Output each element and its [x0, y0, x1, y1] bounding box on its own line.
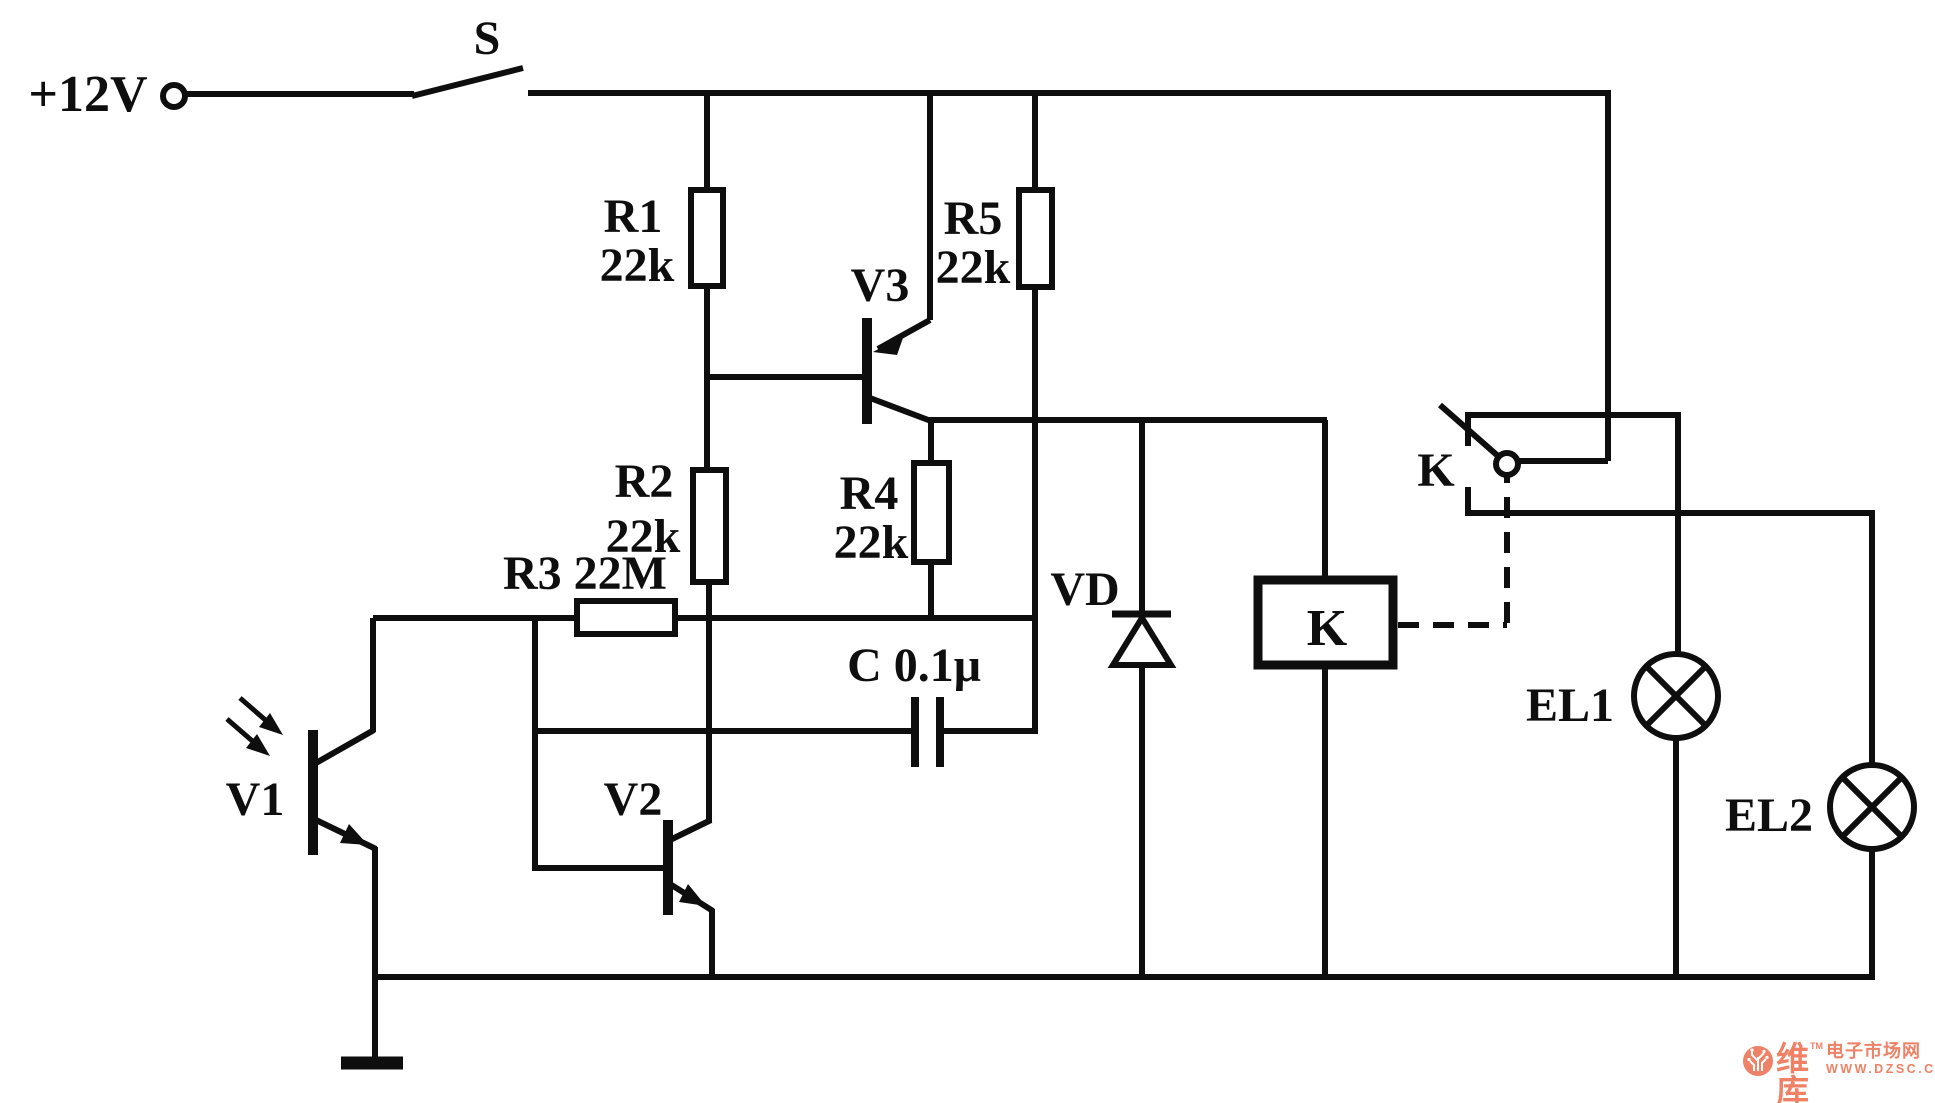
lamp-el2: EL2 [1725, 513, 1917, 980]
resistor-r4: R4 22k [834, 420, 952, 618]
el2-label: EL2 [1725, 789, 1813, 842]
emitter-arrow-icon [679, 884, 706, 906]
r5-value: 22k [936, 241, 1011, 294]
r4-value: 22k [834, 516, 909, 569]
resistor-r3: R3 22M [373, 547, 1038, 637]
resistor-body-icon [574, 598, 678, 637]
relay-coil-label: K [1307, 600, 1348, 657]
r3-label: R3 22M [503, 547, 667, 600]
watermark-url: WWW.DZSC.COM [1826, 1062, 1935, 1076]
lamp-el1: EL1 [1526, 415, 1721, 979]
watermark-logo-icon [1742, 1045, 1774, 1081]
lamp-cross-icon [1643, 663, 1709, 729]
switch-s: S [411, 12, 524, 99]
watermark-tm: TM [1810, 1041, 1823, 1051]
emitter-arrow-icon [873, 335, 904, 355]
ground-symbol [341, 977, 403, 1070]
vd-label: VD [1050, 563, 1119, 616]
resistor-body-icon [690, 467, 729, 585]
resistor-r1: R1 22k [600, 92, 726, 472]
resistor-r2: R2 22k [606, 455, 729, 823]
r2-name: R2 [615, 455, 674, 508]
v1-label: V1 [226, 773, 285, 826]
relay-contact-k: K [1417, 402, 1875, 516]
contact-pivot-icon [1493, 450, 1521, 478]
diode-vd: VD [1050, 420, 1177, 979]
el1-label: EL1 [1526, 679, 1614, 732]
v3-label: V3 [851, 259, 910, 312]
relay-contact-label: K [1417, 444, 1454, 497]
v2-label: V2 [604, 773, 663, 826]
transistor-v3: V3 [707, 92, 933, 424]
emitter-arrow-icon [340, 824, 368, 845]
relay-coil-k: K [1253, 420, 1398, 979]
r5-name: R5 [944, 192, 1003, 245]
resistor-body-icon [1016, 187, 1055, 290]
power-terminal: +12V [28, 66, 188, 123]
relay-coil-box-icon [1253, 575, 1398, 670]
resistor-body-icon [688, 187, 726, 289]
c-label: C 0.1μ [847, 639, 981, 692]
power-label: +12V [28, 66, 147, 123]
transistor-v1: V1 [225, 618, 378, 979]
watermark-brand: 维库 [1776, 1040, 1810, 1103]
transistor-v2: V2 [532, 618, 715, 979]
terminal-circle-icon [160, 82, 188, 110]
light-arrowhead-icon [259, 713, 283, 735]
r2-value: 22k [606, 510, 681, 563]
resistor-body-icon [911, 460, 952, 565]
r1-value: 22k [600, 239, 675, 292]
light-arrowhead-icon [246, 734, 270, 756]
switch-label: S [474, 12, 501, 65]
resistor-r5: R5 22k [936, 92, 1055, 731]
switch-blade-icon [411, 65, 524, 99]
capacitor-c: C 0.1μ [535, 639, 1038, 767]
r1-name: R1 [604, 190, 663, 243]
watermark-suffix: 电子市场网 [1826, 1041, 1921, 1061]
r4-name: R4 [840, 467, 899, 520]
diode-triangle-icon [1107, 612, 1177, 668]
lamp-cross-icon [1839, 774, 1905, 840]
relay-link-dashed [1398, 477, 1510, 628]
